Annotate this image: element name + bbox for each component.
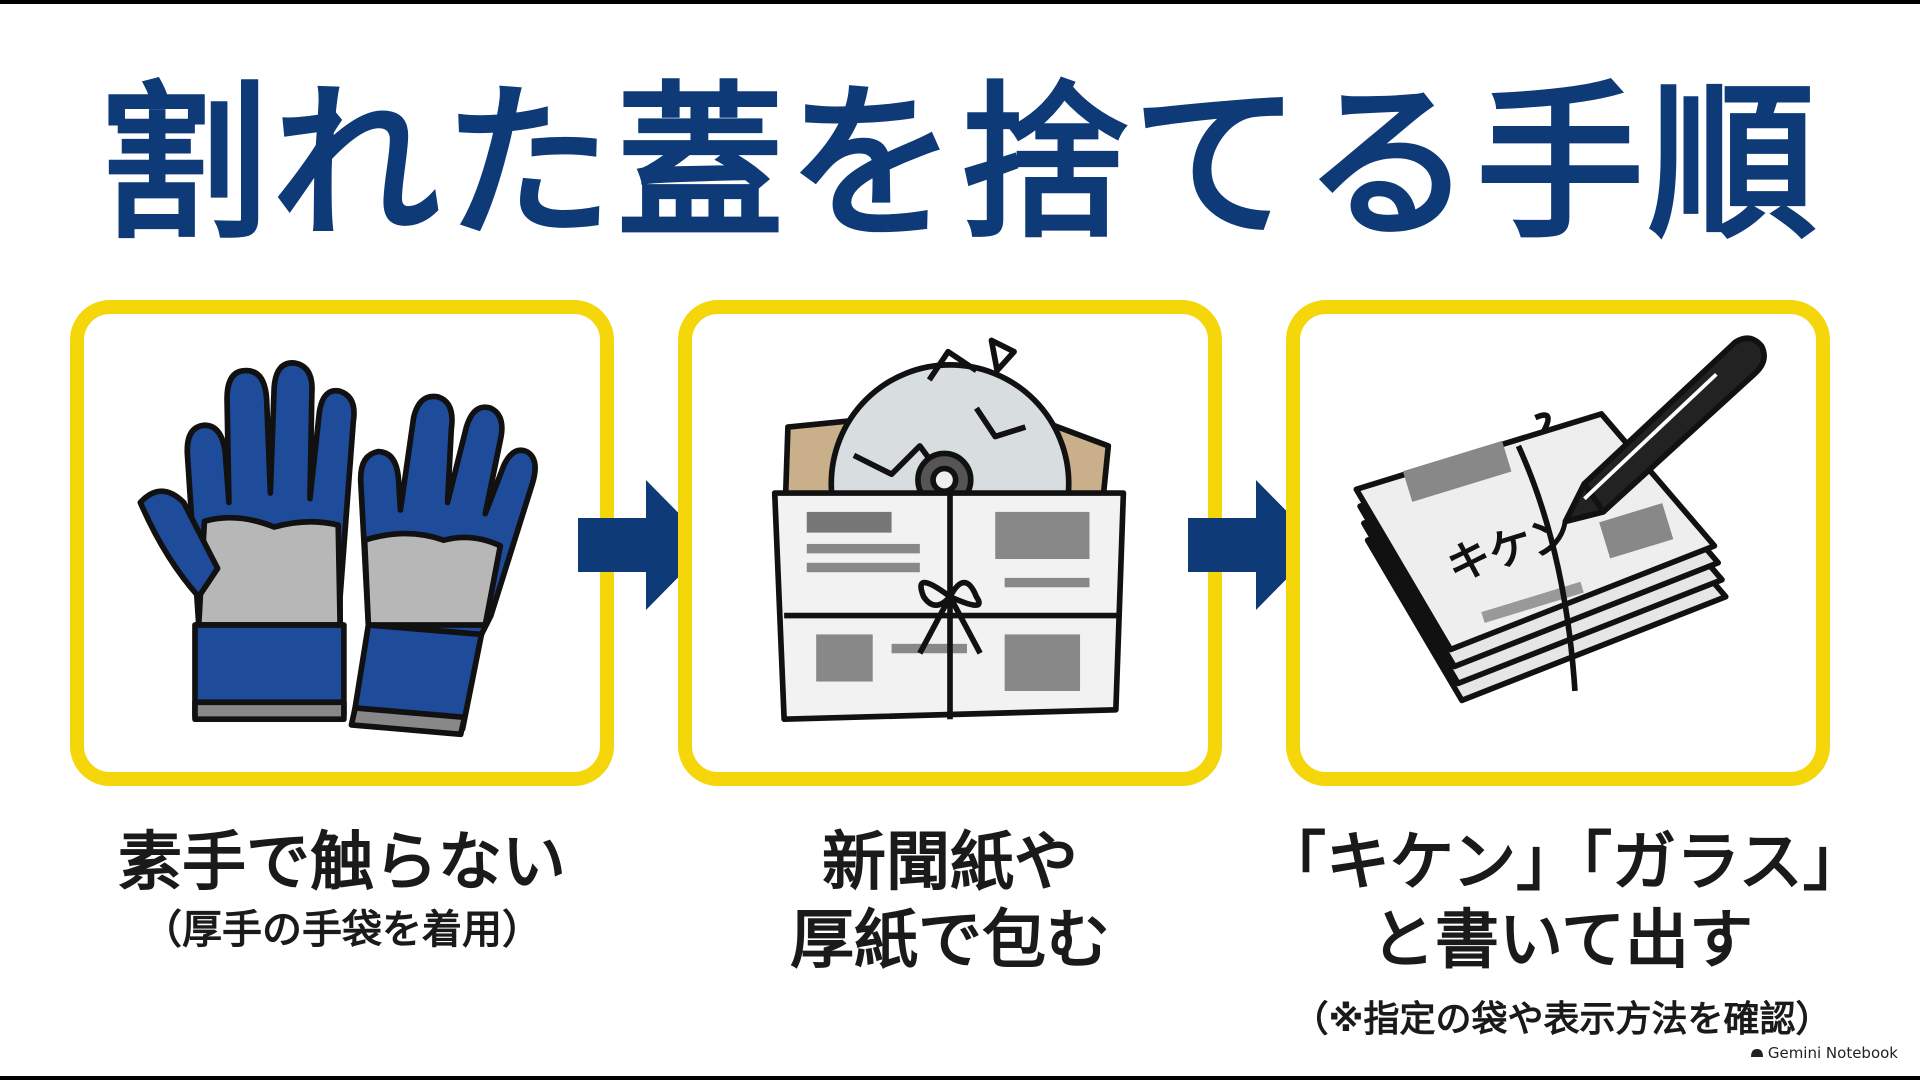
- step-3-caption: 「キケン」「ガラス」 と書いて出す （※指定の袋や表示方法を確認）: [1262, 824, 1867, 1048]
- step-1-caption: 素手で触らない （厚手の手袋を着用）: [70, 824, 614, 958]
- watermark-text: Gemini Notebook: [1767, 1044, 1898, 1062]
- step-3-caption-note: （※指定の袋や表示方法を確認）: [1292, 999, 1832, 1040]
- step-3-caption-line-2: と書いて出す: [1370, 904, 1754, 978]
- wrapped-broken-lid-icon: [771, 337, 1127, 723]
- arrow-right-icon: [578, 480, 710, 610]
- step-1-caption-sub: （厚手の手袋を着用）: [142, 907, 542, 953]
- watermark: Gemini Notebook: [1750, 1044, 1898, 1062]
- step-3-caption-line-1: 「キケン」「ガラス」: [1262, 826, 1867, 900]
- step-2-panel: [678, 300, 1222, 786]
- notebook-logo-icon: [1750, 1049, 1763, 1057]
- step-1-caption-main: 素手で触らない: [118, 826, 566, 900]
- marker-newspaper-icon: キケン: [1353, 335, 1767, 704]
- gloves-icon: [137, 360, 538, 738]
- slide: 割れた蓋を捨てる手順: [0, 4, 1920, 1076]
- step-1-panel: [70, 300, 614, 786]
- step-2-caption-line-2: 厚紙で包む: [790, 904, 1110, 978]
- page-title: 割れた蓋を捨てる手順: [100, 66, 1820, 262]
- step-3-panel: キケン: [1286, 300, 1830, 786]
- step-2-caption-line-1: 新聞紙や: [822, 826, 1078, 900]
- step-2-caption: 新聞紙や 厚紙で包む: [678, 824, 1222, 980]
